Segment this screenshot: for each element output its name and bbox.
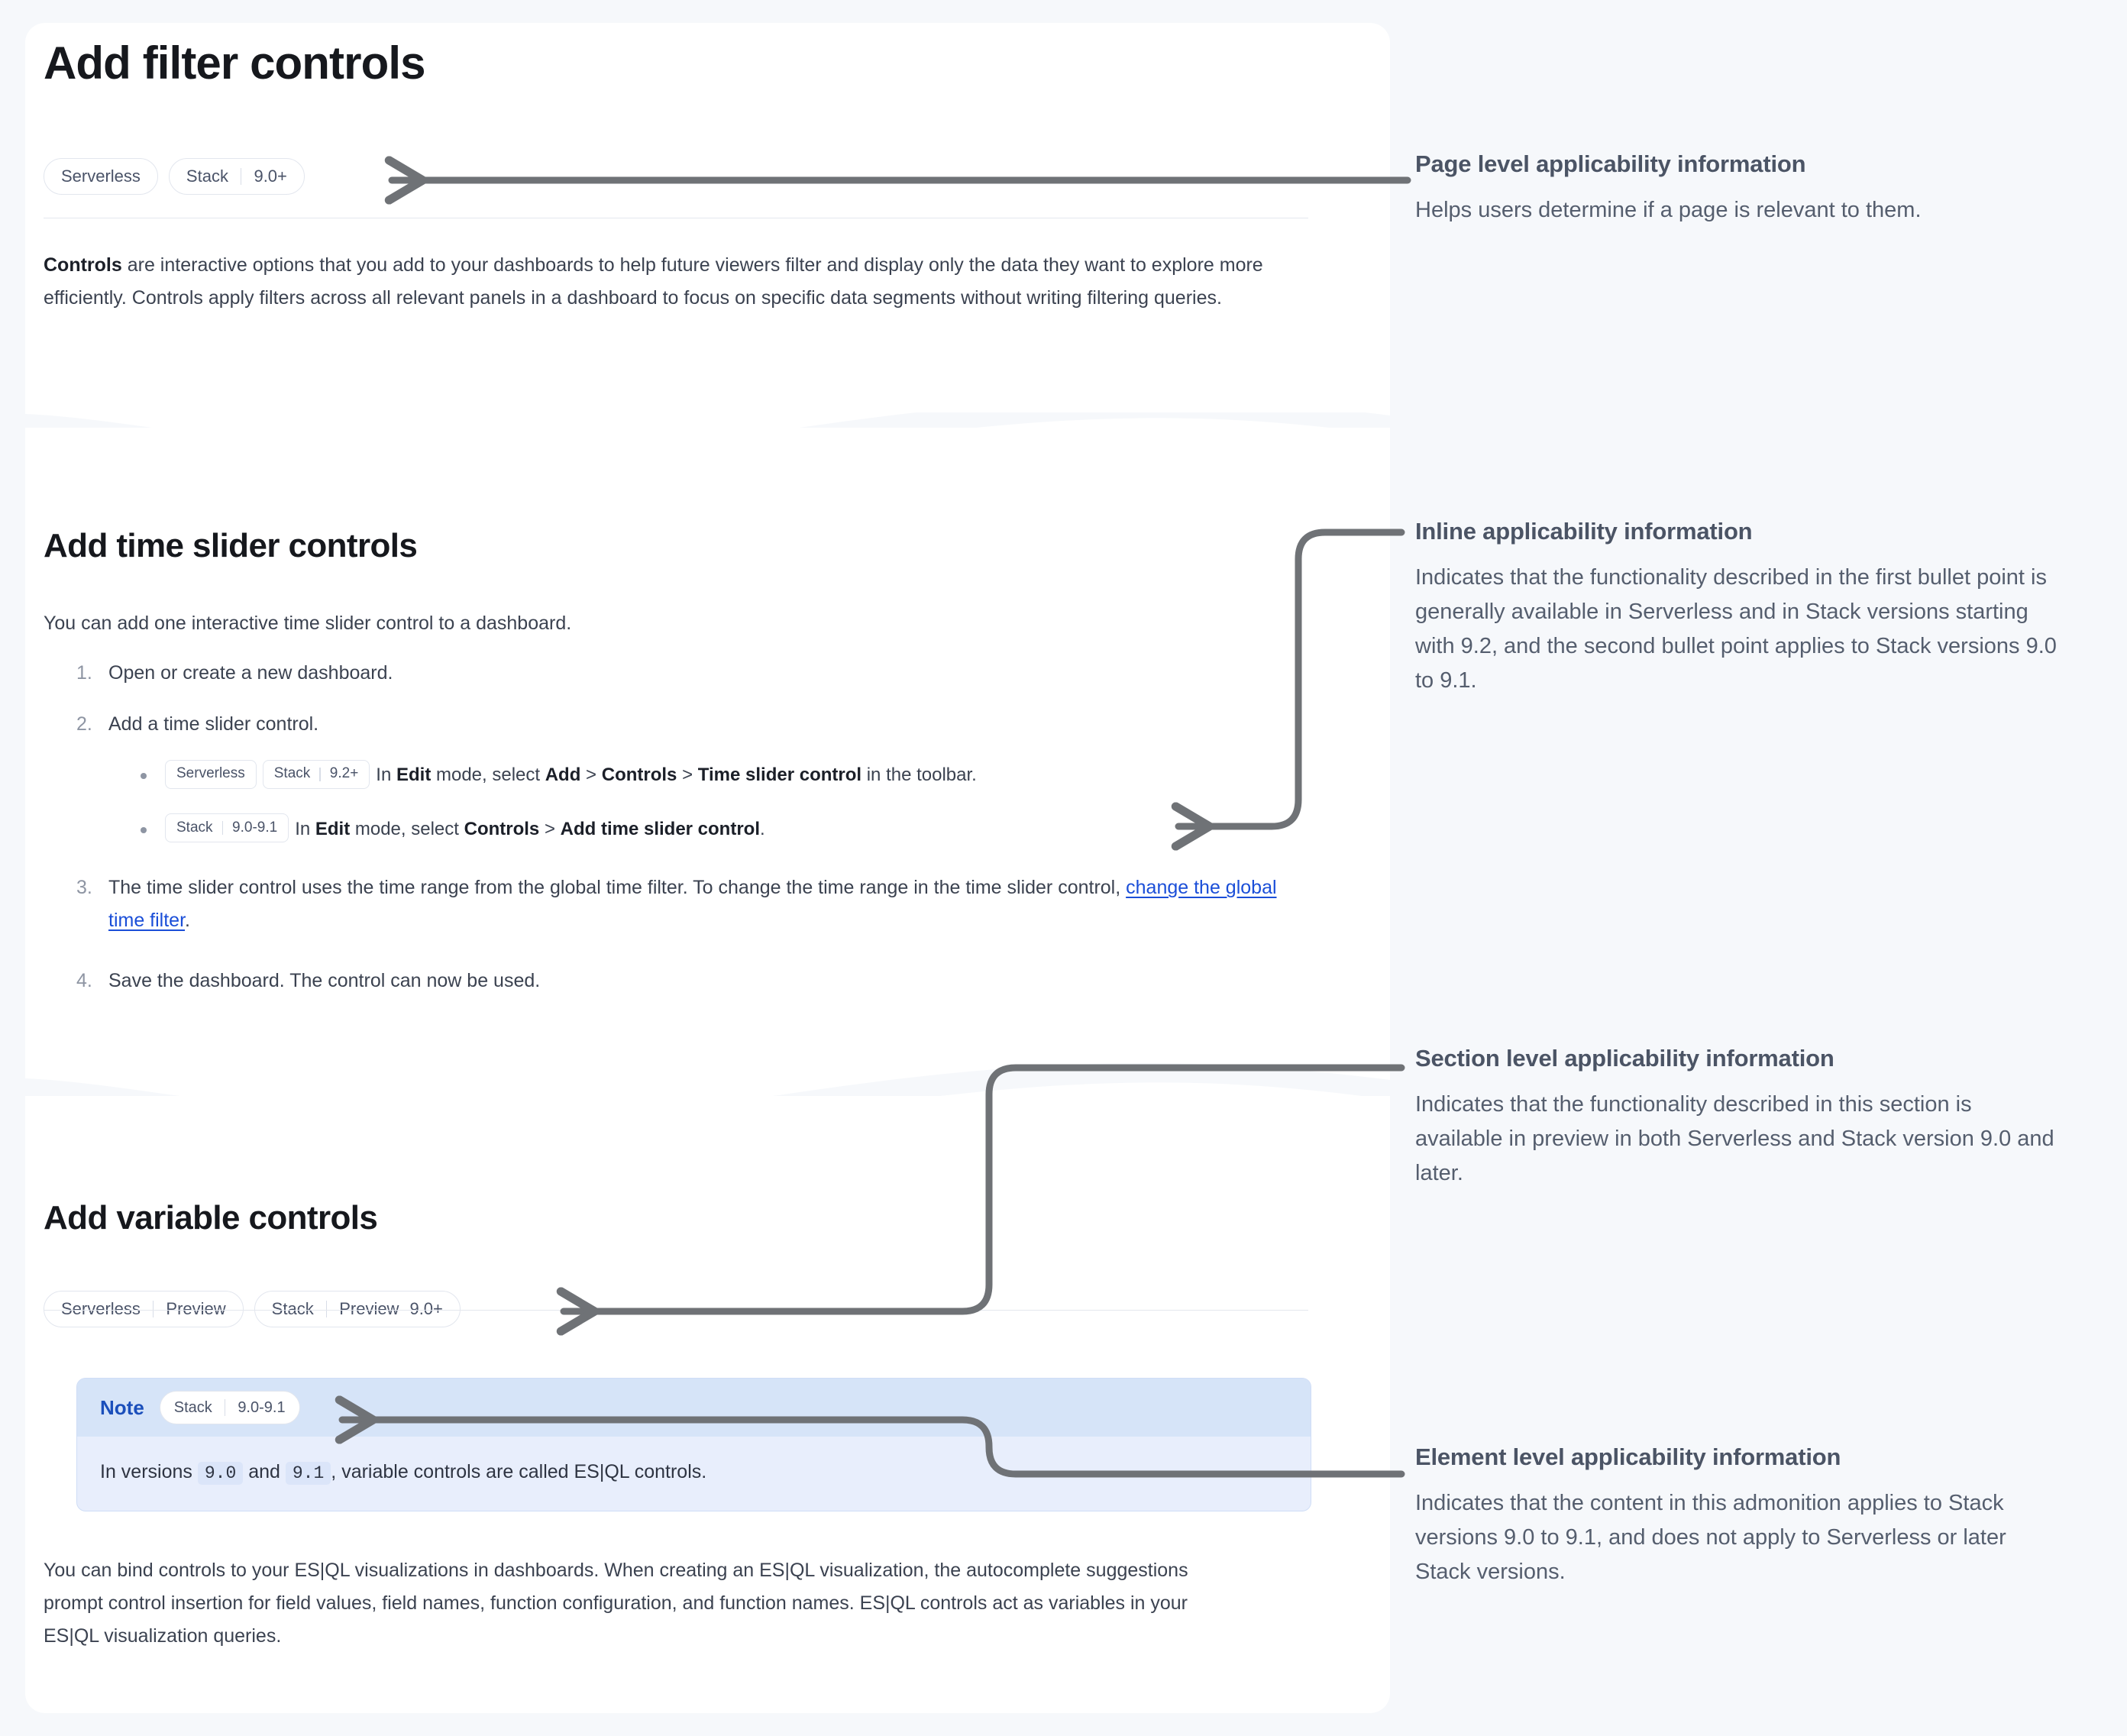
badge-divider xyxy=(325,1301,328,1317)
page-applicability-badges: Serverless Stack 9.0+ xyxy=(44,158,305,195)
bullet-mid-2: > xyxy=(539,818,561,839)
badge-name: Stack xyxy=(186,166,228,186)
step-number: 1. xyxy=(76,662,92,684)
bullet-mid-1: mode, select xyxy=(350,818,464,839)
badge-name: Serverless xyxy=(61,1299,141,1318)
section-title-time-slider: Add time slider controls xyxy=(44,527,418,564)
section-lead-time-slider: You can add one interactive time slider … xyxy=(44,613,572,634)
step-text-before-link: The time slider control uses the time ra… xyxy=(108,877,1127,899)
bullet-bold-1: Edit xyxy=(315,818,351,839)
badge-name: Stack xyxy=(173,1398,212,1416)
badge-stack-preview[interactable]: Stack Preview 9.0+ xyxy=(254,1291,461,1327)
note-text-after: , variable controls are called ES|QL con… xyxy=(331,1461,707,1482)
bullet-bold-2: Controls xyxy=(464,818,540,839)
intro-bold-lead: Controls xyxy=(44,254,122,276)
badge-name: Serverless xyxy=(176,765,245,782)
step-text-after-link: . xyxy=(185,910,190,932)
time-slider-sub-bullets: Serverless Stack 9.2+ In Edit mode, sele… xyxy=(108,759,1314,845)
badge-name: Serverless xyxy=(61,166,141,186)
annotation-title: Element level applicability information xyxy=(1415,1443,1841,1470)
bullet-bold-3: Controls xyxy=(601,765,677,785)
note-admonition: Note Stack 9.0-9.1 In versions 9.0 and 9… xyxy=(76,1378,1311,1511)
badge-name: Stack xyxy=(176,820,213,836)
inline-code-version-91: 9.1 xyxy=(285,1462,331,1485)
badge-version: 9.0-9.1 xyxy=(232,820,278,836)
badge-divider xyxy=(224,1399,226,1416)
list-item: 1. Open or create a new dashboard. xyxy=(76,657,1314,690)
badge-serverless[interactable]: Serverless xyxy=(44,158,158,195)
note-text-between: and xyxy=(243,1461,286,1482)
badge-name: Stack xyxy=(271,1299,314,1318)
badge-divider xyxy=(319,767,321,781)
bullet-bold-2: Add xyxy=(545,765,581,785)
step-text: Save the dashboard. The control can now … xyxy=(108,970,541,992)
bullet-suffix: in the toolbar. xyxy=(861,765,977,785)
badge-version-2: 9.0+ xyxy=(409,1299,443,1318)
annotation-body: Helps users determine if a page is relev… xyxy=(1415,198,1922,222)
section-applicability-badges: Serverless Preview Stack Preview 9.0+ xyxy=(44,1291,461,1327)
badge-serverless-preview[interactable]: Serverless Preview xyxy=(44,1291,244,1327)
list-item: Stack 9.0-9.1 In Edit mode, select Contr… xyxy=(137,813,1314,845)
badge-version: Preview xyxy=(339,1299,399,1318)
section-divider xyxy=(44,1310,1308,1311)
wave-separator-2 xyxy=(25,1046,1390,1138)
annotation-title: Inline applicability information xyxy=(1415,518,1753,545)
bullet-suffix: . xyxy=(760,818,765,839)
bullet-mid-2: > xyxy=(580,765,602,785)
step-number: 4. xyxy=(76,970,92,992)
intro-paragraph: Controls are interactive options that yo… xyxy=(44,249,1296,315)
bullet-bold-4: Time slider control xyxy=(697,765,862,785)
badge-version: 9.0+ xyxy=(254,166,287,186)
step-number: 3. xyxy=(76,877,92,899)
note-badge-stack[interactable]: Stack 9.0-9.1 xyxy=(159,1391,300,1424)
note-body: In versions 9.0 and 9.1, variable contro… xyxy=(77,1437,1311,1511)
badge-divider xyxy=(221,821,224,836)
step-text: Open or create a new dashboard. xyxy=(108,662,393,684)
list-item: 2. Add a time slider control. Serverless… xyxy=(76,708,1314,844)
wave-separator-1 xyxy=(25,382,1390,474)
badge-divider xyxy=(240,168,242,185)
global-time-filter-link[interactable]: change the global time filter xyxy=(108,877,1277,932)
annotation-inline-level: Inline applicability information Indicat… xyxy=(1415,518,2057,698)
section-title-variable: Add variable controls xyxy=(44,1199,378,1237)
page-title: Add filter controls xyxy=(44,37,425,89)
step-number: 2. xyxy=(76,713,92,735)
annotation-body: Indicates that the functionality describ… xyxy=(1415,565,2057,693)
badge-stack[interactable]: Stack 9.0+ xyxy=(168,158,305,195)
bullet-mid-1: mode, select xyxy=(431,765,545,785)
list-item: Serverless Stack 9.2+ In Edit mode, sele… xyxy=(137,759,1314,790)
list-item: 4. Save the dashboard. The control can n… xyxy=(76,965,1314,997)
bullet-bold-3: Add time slider control xyxy=(560,818,761,839)
intro-rest: are interactive options that you add to … xyxy=(44,254,1263,309)
bullet-prefix: In xyxy=(376,765,396,785)
badge-version: 9.0-9.1 xyxy=(238,1398,286,1416)
annotation-body: Indicates that the functionality describ… xyxy=(1415,1092,2054,1185)
bullet-mid-3: > xyxy=(677,765,698,785)
inline-badge-stack[interactable]: Stack 9.0-9.1 xyxy=(165,813,289,843)
bullet-bold-1: Edit xyxy=(396,765,432,785)
annotation-body: Indicates that the content in this admon… xyxy=(1415,1491,2006,1584)
badge-divider xyxy=(152,1301,154,1317)
annotation-title: Page level applicability information xyxy=(1415,150,1806,177)
inline-badge-stack[interactable]: Stack 9.2+ xyxy=(262,759,370,789)
inline-code-version-90: 9.0 xyxy=(197,1462,244,1485)
annotation-section-level: Section level applicability information … xyxy=(1415,1045,2057,1191)
note-header: Note Stack 9.0-9.1 xyxy=(77,1379,1311,1437)
badge-version: 9.2+ xyxy=(329,765,359,782)
note-text-before-code-1: In versions xyxy=(100,1461,198,1482)
time-slider-steps: 1. Open or create a new dashboard. 2. Ad… xyxy=(76,657,1314,1025)
note-label: Note xyxy=(100,1395,144,1419)
annotation-page-level: Page level applicability information Hel… xyxy=(1415,150,2057,228)
annotation-title: Section level applicability information xyxy=(1415,1045,1834,1072)
list-item: 3. The time slider control uses the time… xyxy=(76,871,1314,937)
badge-name: Stack xyxy=(273,765,311,782)
badge-version: Preview xyxy=(166,1299,226,1318)
step-text: Add a time slider control. xyxy=(108,713,319,735)
annotation-element-level: Element level applicability information … xyxy=(1415,1443,2057,1589)
bullet-prefix: In xyxy=(295,818,315,839)
inline-badge-serverless[interactable]: Serverless xyxy=(165,759,257,789)
variable-controls-paragraph: You can bind controls to your ES|QL visu… xyxy=(44,1560,1188,1647)
doc-card-time-slider xyxy=(25,428,1390,1046)
